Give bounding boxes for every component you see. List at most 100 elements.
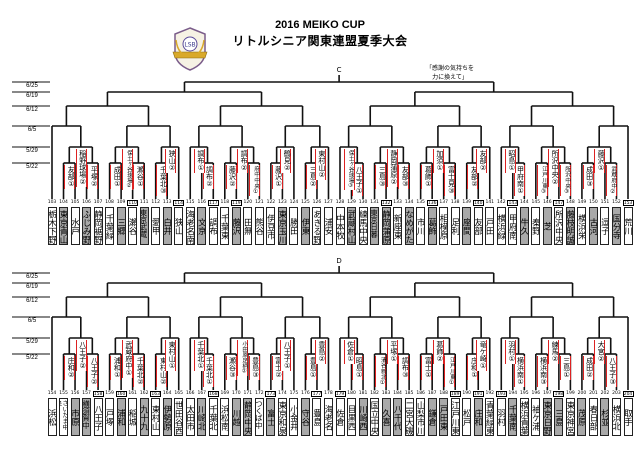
round-label: 5/22 [26,355,38,361]
team-number: 183 [381,391,391,396]
team-name-box: 千葉東 [220,207,230,245]
match-venue-label: 府中中央① [248,165,260,196]
team-name-box: 海老名 [323,398,333,436]
team-name-box: 横須賀中央 [82,398,92,436]
match-venue-label: 富士見③ [444,165,456,196]
team-number: 145 [531,200,541,205]
team-number: 129 [347,200,356,205]
team-number: 109 [116,200,126,205]
team-name-box: 相模原 [439,207,449,245]
team-name-box: 杉並 [600,398,610,436]
round-label: 5/29 [26,339,38,345]
team-name-box: 座間 [462,207,472,245]
team-name-box: 袖ケ浦 [531,398,541,436]
team-name-box: 所沢中央 [554,207,564,245]
team-number: 137 [439,200,448,205]
round-label: 6/25 [26,83,38,89]
team-name-box: 藤枝明誠 [565,207,575,245]
match-venue-label: 浦和① [110,356,122,380]
match-venue-label: 八王子② [87,356,99,387]
match-venue-label: 豊島③ [248,356,260,380]
team-number: 116 [197,200,207,205]
team-name-box: ふじみ野 [82,207,92,245]
team-number: 194 [508,391,518,396]
team-number: 124 [289,200,299,205]
team-number: 167 [197,391,207,396]
team-number: 186 [416,391,425,396]
team-number: 118 [220,200,230,205]
team-name-box: 横浜北 [611,398,621,436]
team-name-box: 春日部 [588,398,598,436]
team-number: 192 [485,391,495,396]
match-venue-label: 調布② [202,165,214,189]
team-number: 172 [255,391,264,396]
match-venue-label: 友部③ [398,165,410,189]
team-name-box: 東京玉川 [277,207,287,245]
team-name-box: 稲城 [128,398,138,436]
team-number: 162 [139,391,149,396]
team-name-box: 東京日暮里 [370,207,380,245]
round-label: 6/5 [27,318,37,324]
match-venue-label: 平塚① [386,340,398,364]
team-number: 132 [380,200,392,206]
team-number: 147 [553,200,565,206]
team-name-box: 水戸 [70,207,80,245]
team-name-box: 古河 [588,207,598,245]
team-name-box: 目黒西 [347,398,357,436]
team-number: 191 [472,391,484,397]
match-venue-label: 横浜南① [513,356,525,387]
team-number: 182 [370,391,379,396]
match-venue-label: 江戸川東① [444,356,456,387]
match-venue-label: 東村山② [314,149,326,180]
team-name-box: 横浜緑 [496,207,506,245]
svg-text:LSB: LSB [184,42,195,49]
team-name-box: 葛飾 [427,207,437,245]
match-venue-label: 八王子① [280,340,292,371]
match-venue-label: 調布② [237,149,249,173]
team-number: 175 [289,391,299,396]
match-venue-label: 練馬② [548,340,560,364]
team-number: 184 [393,391,402,396]
round-label: 6/12 [26,298,38,304]
match-venue-label: 千葉北① [202,356,214,387]
team-number: 193 [495,391,507,397]
team-name-box: 練馬中央 [358,207,368,245]
team-name-box: 東京日野 [542,398,552,436]
match-venue-label: 友部② [467,165,479,189]
slogan-line-1: 「感謝の気持ちを [425,65,474,72]
bracket-block-label: C [336,66,342,74]
team-name-box: 逗子 [600,207,610,245]
team-name-box: 東京武蔵野 [139,207,149,245]
team-number: 198 [553,391,565,397]
bracket-block-label: D [336,257,342,265]
team-number: 141 [485,200,495,205]
team-number: 128 [335,200,345,205]
team-name-box: 狭山 [174,207,184,245]
match-venue-label: 所沢中央② [548,149,560,187]
team-name-box: 伊東 [300,207,310,245]
match-venue-label: 瀬谷③ [225,356,237,380]
match-venue-label: 鶴見② [280,149,292,173]
team-number: 120 [243,200,253,205]
team-number: 156 [70,391,80,396]
team-number: 121 [255,200,264,205]
team-name-box: 江戸川東 [450,398,460,436]
team-number: 188 [439,391,448,396]
team-number: 117 [207,200,219,206]
page-subtitle: リトルシニア関東連盟夏季大会 [232,34,408,48]
team-name-box: 千葉緑 [105,207,115,245]
team-number: 166 [185,391,195,396]
round-label: 6/19 [26,93,38,99]
team-name-box: 青葉緑東 [485,398,495,436]
match-venue-label: 加須① [432,149,444,173]
team-number: 176 [301,391,310,396]
team-number: 174 [278,391,287,396]
match-venue-label: 甲府南① [513,165,525,196]
team-number: 199 [566,391,575,396]
team-number: 155 [59,391,68,396]
team-number: 134 [404,200,414,205]
match-venue-label: 平塚② [87,165,99,189]
team-number: 173 [265,391,277,397]
team-name-box: 戸塚 [105,398,115,436]
team-name-box: 山梨市川 [416,398,426,436]
